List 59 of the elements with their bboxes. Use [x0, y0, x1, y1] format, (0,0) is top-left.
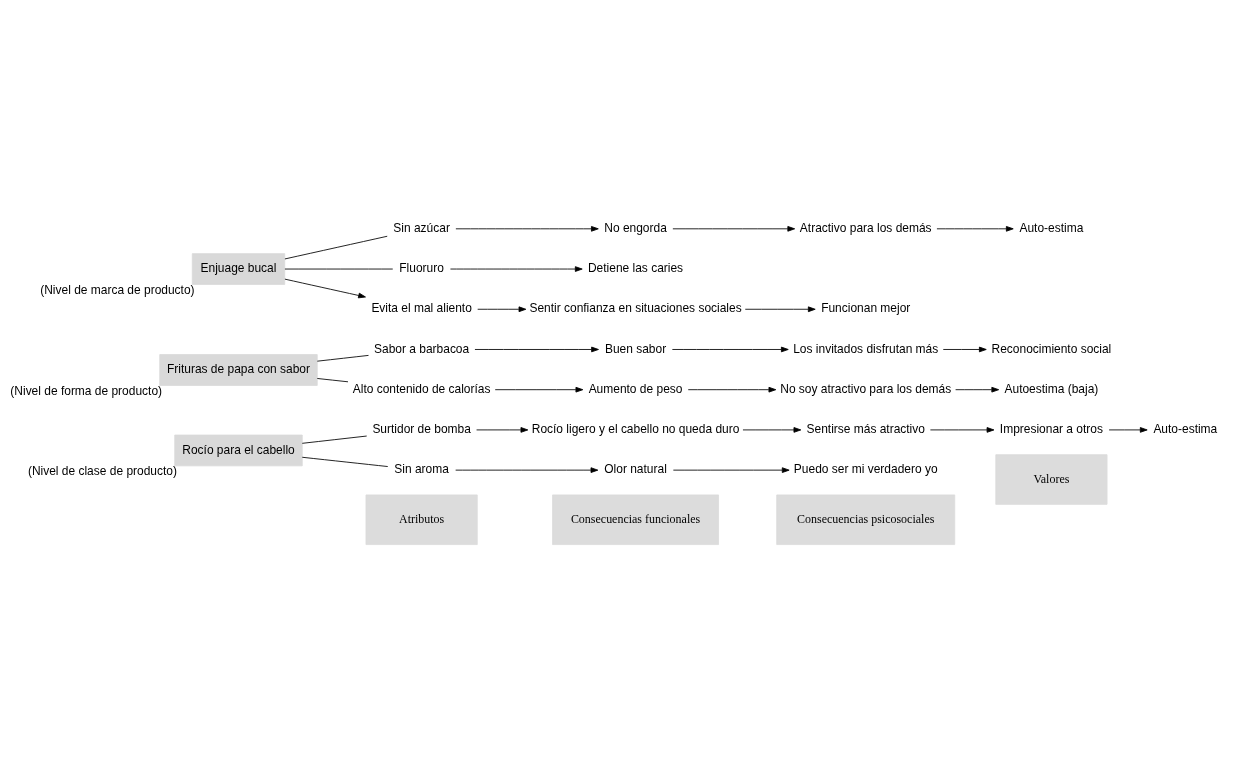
node-text: No soy atractivo para los demás: [780, 381, 952, 396]
node-text: Olor natural: [604, 461, 667, 476]
node-text: Funcionan mejor: [821, 300, 911, 315]
node-text: Auto-estima: [1019, 220, 1084, 235]
node-text: Sin azúcar: [393, 220, 450, 235]
node-text: Fluoruro: [399, 260, 444, 275]
node-box: Consecuencias psicosociales: [776, 494, 956, 545]
arrow: [284, 278, 366, 298]
node-text: Surtidor de bomba: [372, 421, 471, 436]
node-text: Auto-estima: [1153, 421, 1218, 436]
node-text: Sabor a barbacoa: [374, 341, 470, 356]
node-text: Rocío ligero y el cabello no queda duro: [531, 421, 740, 436]
arrow: [672, 466, 790, 473]
node-text: Reconocimiento social: [991, 341, 1112, 356]
arrow: [955, 386, 1000, 392]
connector: [316, 377, 349, 382]
node-text: Los invitados disfrutan más: [793, 341, 939, 356]
node-text: Impresionar a otros: [999, 421, 1103, 436]
connector: [301, 456, 389, 467]
node-text: Alto contenido de calorías: [352, 381, 491, 396]
node-text: Puedo ser mi verdadero yo: [793, 461, 938, 476]
node-text: Sin aroma: [394, 461, 449, 476]
arrow: [477, 305, 527, 312]
arrow: [455, 225, 599, 232]
arrow: [455, 466, 599, 473]
arrow: [671, 346, 789, 352]
arrow: [930, 426, 995, 433]
node-text: Autoestima (baja): [1004, 381, 1099, 396]
node-text: No engorda: [604, 220, 667, 235]
connector: [284, 235, 388, 259]
arrow: [1108, 426, 1148, 433]
node-box: Frituras de papa con sabor: [159, 353, 318, 386]
arrow: [450, 265, 583, 272]
node-text: Aumento de peso: [588, 381, 683, 396]
node-box: Rocío para el cabello: [174, 434, 303, 466]
node-box: Valores: [995, 453, 1108, 505]
arrow: [744, 305, 816, 312]
arrow: [687, 386, 777, 392]
connector: [301, 435, 368, 444]
node-label: (Nivel de forma de producto): [10, 383, 163, 398]
arrow: [936, 225, 1014, 232]
connector: [316, 354, 369, 362]
node-text: Evita el mal aliento: [371, 300, 472, 315]
arrow: [474, 346, 599, 352]
node-box: Atributos: [365, 494, 478, 545]
node-text: Buen sabor: [604, 341, 667, 356]
arrow: [494, 386, 584, 392]
arrow: [672, 225, 796, 232]
arrow: [476, 426, 529, 433]
node-box: Consecuencias funcionales: [552, 494, 719, 545]
node-label: (Nivel de marca de producto): [40, 282, 195, 297]
node-box: Enjuage bucal: [191, 252, 286, 285]
node-label: (Nivel de clase de producto): [27, 463, 177, 478]
node-text: Sentir confianza en situaciones sociales: [529, 300, 742, 315]
node-text: Sentirse más atractivo: [806, 421, 925, 436]
arrow: [942, 346, 987, 352]
arrow: [742, 426, 802, 433]
node-text: Atractivo para los demás: [799, 220, 932, 235]
node-text: Detiene las caries: [587, 260, 684, 275]
